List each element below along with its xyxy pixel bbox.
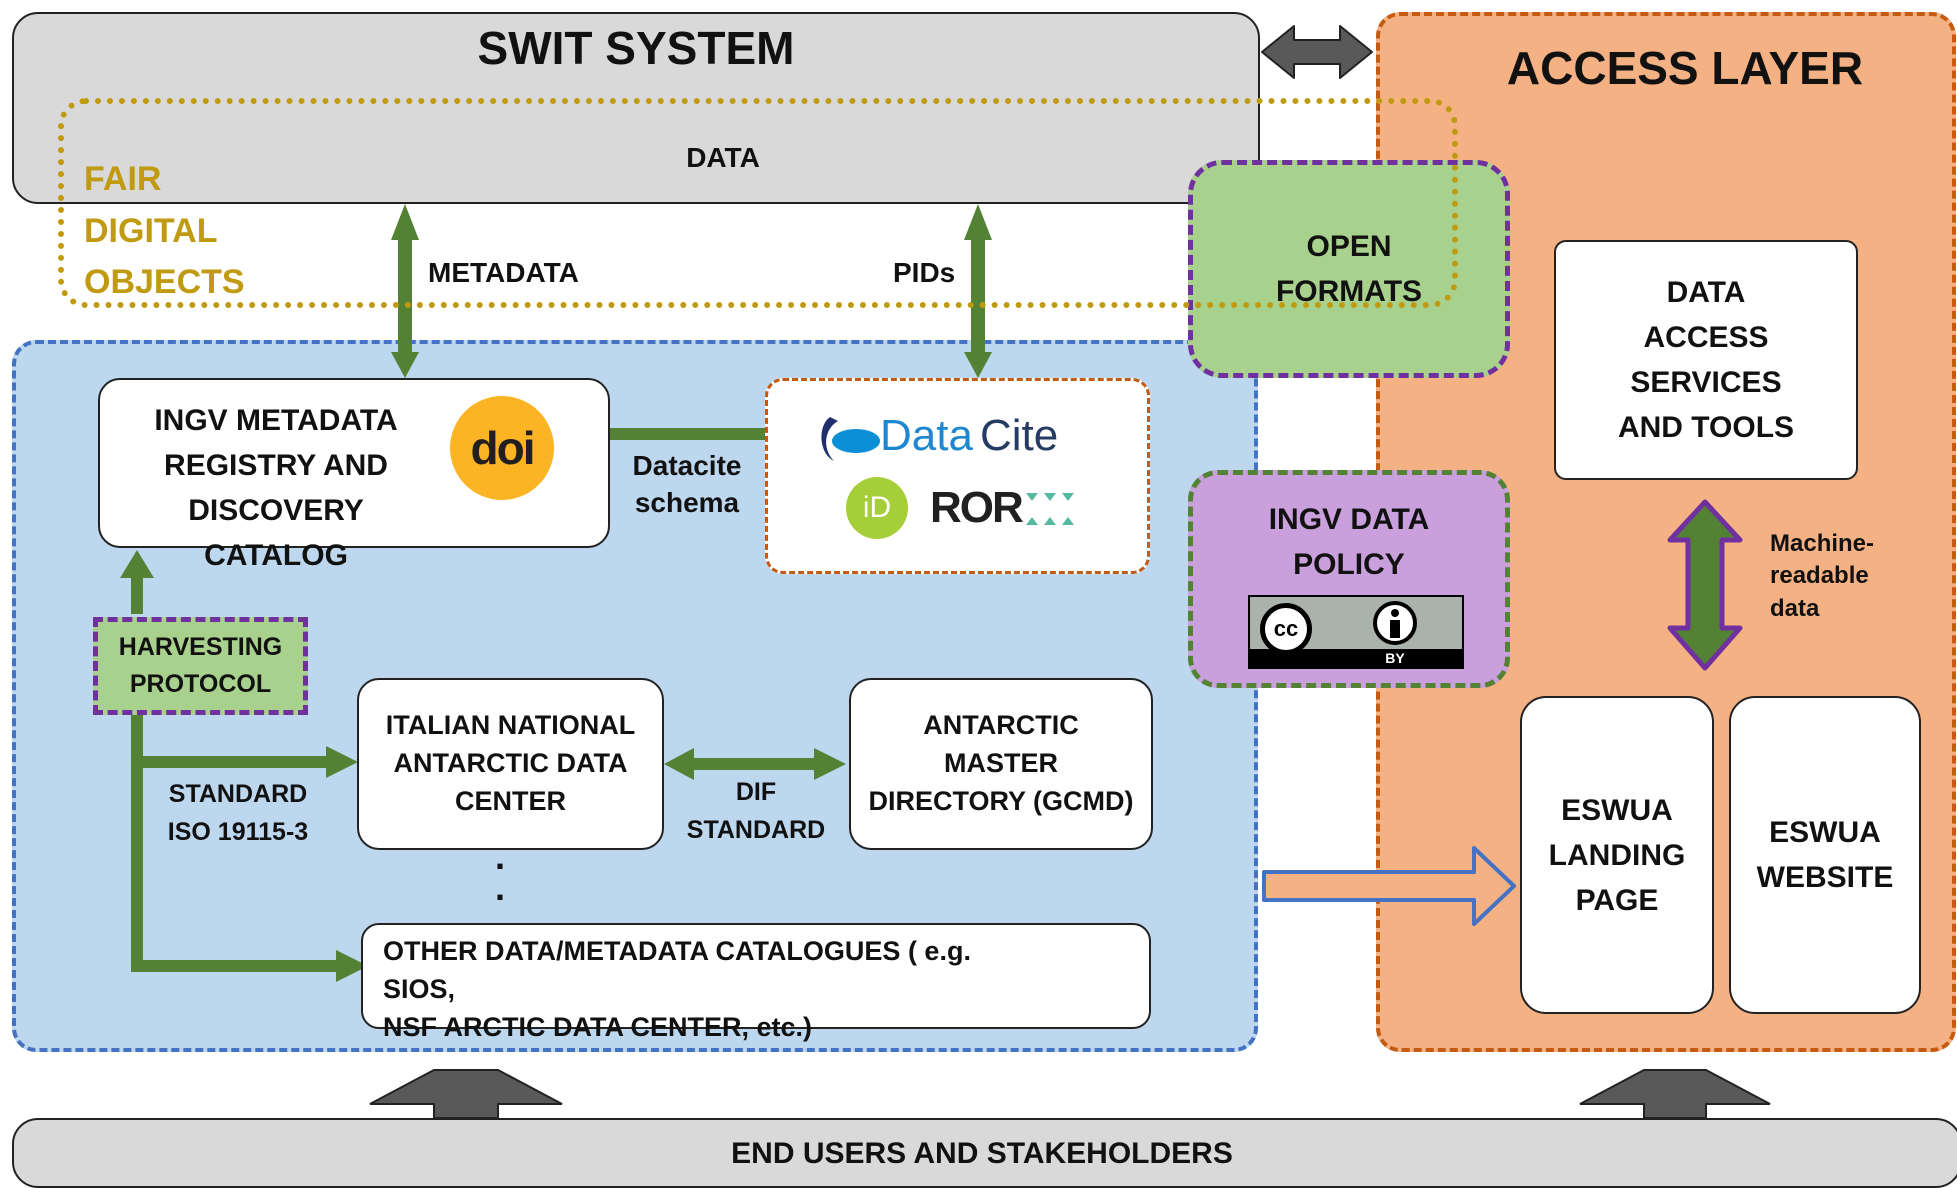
ingv-data-policy-label: INGV DATA POLICY <box>1268 503 1430 581</box>
datacite-text-data: Data <box>880 411 973 460</box>
harvesting-trunk <box>131 712 368 982</box>
open-formats-label: OPEN FORMATS <box>1275 230 1423 308</box>
datacite-schema-label: Datacite schema <box>632 450 742 518</box>
antarctic-master-directory-box: ANTARCTIC MASTER DIRECTORY (GCMD) <box>849 678 1153 850</box>
harvesting-up-arrow <box>120 550 154 614</box>
datacite-icon <box>821 417 880 461</box>
harvesting-protocol-label: HARVESTING PROTOCOL <box>118 632 283 699</box>
ingv-metadata-registry-box: INGV METADATA REGISTRY AND DISCOVERY CAT… <box>98 378 610 572</box>
pids-double-arrow <box>964 204 992 378</box>
access-layer-title: ACCESS LAYER <box>1506 42 1864 94</box>
ingv-metadata-registry-label: INGV METADATA REGISTRY AND DISCOVERY CAT… <box>154 404 398 572</box>
data-access-services-box: DATA ACCESS SERVICES AND TOOLS <box>1554 240 1858 480</box>
swit-system-title: SWIT SYSTEM <box>477 22 795 74</box>
metadata-double-arrow <box>391 204 419 378</box>
eswua-website-label: ESWUA WEBSITE <box>1756 816 1894 894</box>
end-users-up-arrow-left <box>369 1069 563 1119</box>
attribution-icon <box>1373 601 1417 645</box>
antarctic-master-directory-label: ANTARCTIC MASTER DIRECTORY (GCMD) <box>868 710 1134 816</box>
doi-logo: doi <box>450 396 554 500</box>
ingv-data-policy-box: INGV DATA POLICY cc BY <box>1188 470 1510 688</box>
pids-label: PIDs <box>893 257 956 288</box>
identifier-services-box: Data Cite iD ROR <box>765 378 1150 574</box>
orcid-logo: iD <box>846 477 908 539</box>
open-formats-box: OPEN FORMATS <box>1188 160 1510 378</box>
by-label: BY <box>1385 650 1405 666</box>
other-catalogues-box: OTHER DATA/METADATA CATALOGUES ( e.g. SI… <box>361 923 1151 1042</box>
ror-logo: ROR <box>930 479 1080 539</box>
ror-text: ROR <box>930 483 1024 532</box>
harvesting-protocol-box: HARVESTING PROTOCOL <box>93 617 308 715</box>
ror-icon <box>1026 493 1074 525</box>
data-access-services-label: DATA ACCESS SERVICES AND TOOLS <box>1617 276 1795 444</box>
fair-digital-objects-label: FAIR DIGITAL OBJECTS <box>84 160 245 302</box>
italian-national-antarctic-data-center-label: ITALIAN NATIONAL ANTARCTIC DATA CENTER <box>385 710 636 816</box>
dif-standard-label: DIF STANDARD <box>686 778 826 844</box>
standard-iso-label: STANDARD ISO 19115-3 <box>167 780 309 846</box>
swit-system-panel <box>12 12 1260 204</box>
metadata-label: METADATA <box>428 257 579 288</box>
ellipsis-dots: . . <box>494 836 505 908</box>
landing-page-arrow <box>1262 846 1516 926</box>
datacite-text-cite: Cite <box>980 411 1059 460</box>
end-users-up-arrow-right <box>1579 1069 1771 1119</box>
end-users-label: END USERS AND STAKEHOLDERS <box>731 1136 1233 1170</box>
cc-icon: cc <box>1260 603 1312 655</box>
machine-readable-double-arrow <box>1667 499 1743 671</box>
other-catalogues-label: OTHER DATA/METADATA CATALOGUES ( e.g. SI… <box>383 936 971 1042</box>
machine-readable-label: Machine- readable data <box>1770 530 1875 622</box>
eswua-landing-page-box: ESWUA LANDING PAGE <box>1520 696 1714 1014</box>
cc-by-license-badge: cc BY <box>1248 595 1464 669</box>
dif-double-arrow <box>664 748 846 780</box>
eswua-landing-page-label: ESWUA LANDING PAGE <box>1548 793 1686 917</box>
datacite-logo: Data Cite <box>812 409 1132 469</box>
italian-national-antarctic-data-center-box: ITALIAN NATIONAL ANTARCTIC DATA CENTER <box>357 678 664 850</box>
eswua-website-box: ESWUA WEBSITE <box>1729 696 1921 1014</box>
data-label: DATA <box>686 141 760 173</box>
